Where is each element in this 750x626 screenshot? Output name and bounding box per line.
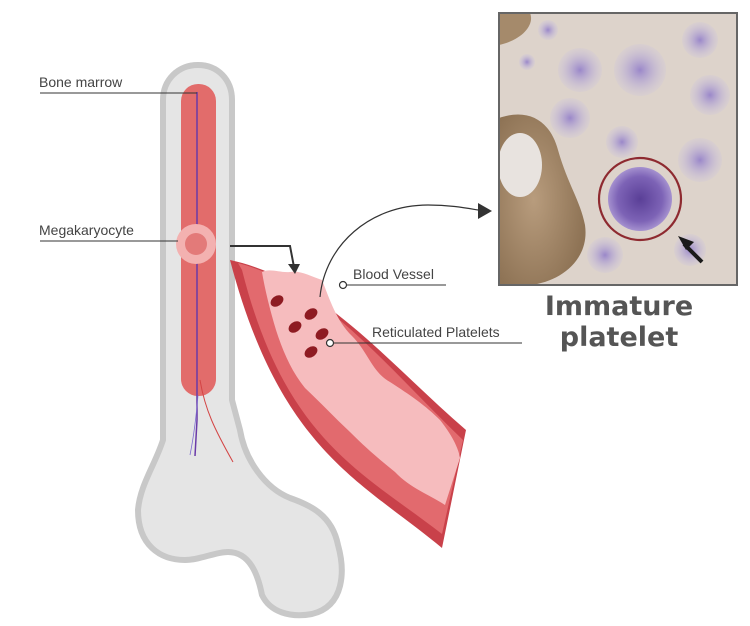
platelets-pointer-dot <box>325 338 335 348</box>
leader-lines <box>40 92 522 344</box>
micrograph-frame <box>498 12 738 286</box>
micrograph-photo <box>499 13 737 285</box>
blood-vessel-pointer-dot <box>338 280 348 290</box>
reticulated-platelets <box>270 295 329 358</box>
megakaryocyte-label: Megakaryocyte <box>39 222 134 238</box>
micrograph-caption-line1: Immature <box>545 291 693 322</box>
bone-marrow-label: Bone marrow <box>39 74 123 90</box>
megakaryocyte-cell <box>176 224 216 264</box>
micrograph-caption-line2: platelet <box>560 322 679 353</box>
zoom-arrow-to-micrograph <box>319 203 492 298</box>
flow-arrow-to-vessel <box>230 245 300 274</box>
blood-vessel-label: Blood Vessel <box>353 266 434 282</box>
reticulated-platelets-label: Reticulated Platelets <box>372 324 500 340</box>
